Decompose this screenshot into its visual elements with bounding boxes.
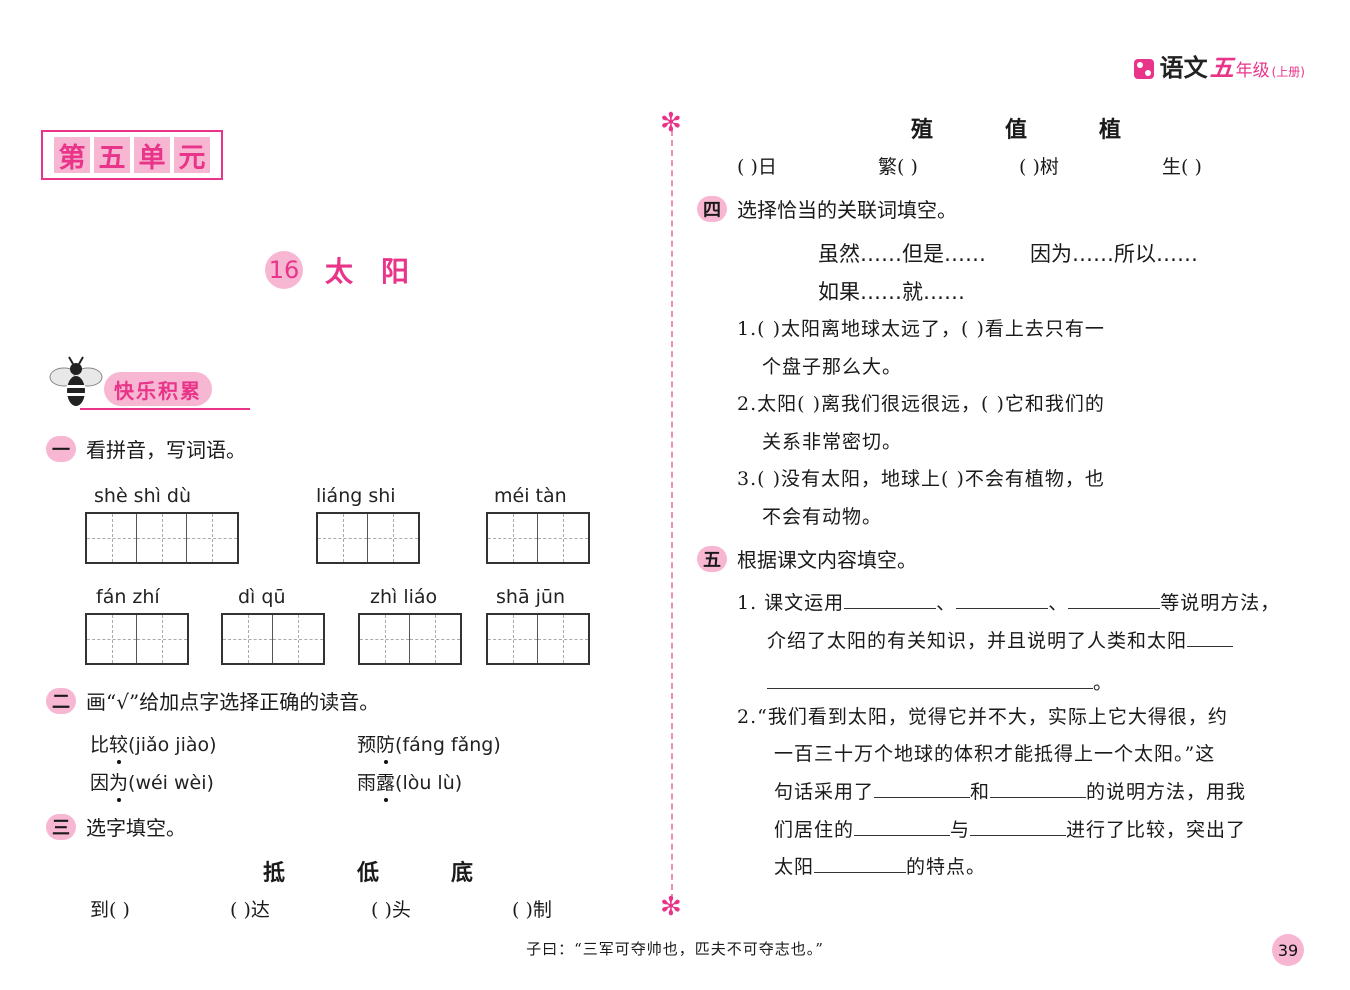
brand-logo-icon [1133,59,1154,79]
writing-grid[interactable] [221,613,325,665]
section-title: 看拼音，写词语。 [86,438,246,462]
fill-blank[interactable]: 生( ) [1162,156,1202,178]
question-line: 关系非常密切。 [762,431,903,453]
star-icon: ✻ [660,892,682,922]
footer-quote: 子曰：“三军可夺帅也，匹夫不可夺志也。” [526,940,824,958]
answer-blank[interactable] [854,817,951,836]
unit-char: 元 [174,137,210,174]
brand-grade-number: 五 [1209,54,1234,82]
unit-title-box: 第 五 单 元 [41,130,223,180]
answer-blank[interactable] [814,854,907,873]
question-line: 句话采用了和的说明方法，用我 [774,779,1247,803]
conjunction-option: 如果……就…… [818,280,965,304]
fill-blank[interactable]: ( )达 [230,899,270,921]
fill-blank[interactable]: 繁( ) [878,156,918,178]
section-2-heading: 二 画“√”给加点字选择正确的读音。 [46,686,379,715]
question-line: 1. 课文运用、、等说明方法， [737,590,1281,614]
conjunction-option: 虽然……但是…… [818,242,986,266]
section-title: 选择恰当的关联词填空。 [737,198,957,222]
choice-char: 殖 [911,118,934,143]
section-number: 四 [697,195,727,222]
answer-blank[interactable] [956,590,1049,609]
choice-char: 植 [1099,118,1122,143]
answer-blank[interactable] [844,590,937,609]
reading-choice: 因为(wéi wèi) [90,772,214,794]
lesson-header: 16 太阳 [265,250,437,290]
writing-grid[interactable] [85,512,239,564]
pinyin-label: fán zhí [96,586,160,608]
question-line: 不会有动物。 [762,506,883,528]
section-5-heading: 五 根据课文内容填空。 [697,544,917,573]
section-number: 一 [46,435,76,462]
pinyin-label: dì qū [238,586,286,608]
question-line: 个盘子那么大。 [762,356,903,378]
choice-char: 底 [451,861,474,886]
question-line: 1.( )太阳离地球太远了，( )看上去只有一 [737,318,1105,340]
question-line: 2.“我们看到太阳，觉得它并不大，实际上它大得很，约 [737,706,1228,728]
pinyin-label: méi tàn [494,485,567,507]
question-line: 一百三十万个地球的体积才能抵得上一个太阳。”这 [774,743,1216,765]
reading-choice: 雨露(lòu lù) [357,772,463,794]
unit-char: 第 [54,137,90,174]
section-1-heading: 一 看拼音，写词语。 [46,434,246,463]
writing-grid[interactable] [486,512,590,564]
question-line: 介绍了太阳的有关知识，并且说明了人类和太阳 [767,626,1234,653]
section-4-heading: 四 选择恰当的关联词填空。 [697,194,957,223]
fill-blank[interactable]: ( )头 [371,899,411,921]
choice-char: 低 [357,861,380,886]
page-divider [671,130,673,900]
page-number: 39 [1272,934,1304,966]
lesson-number: 16 [265,251,303,289]
fill-blank[interactable]: ( )树 [1019,156,1059,178]
fill-blank[interactable]: ( )日 [737,156,777,178]
question-line: 3.( )没有太阳，地球上( )不会有植物，也 [737,468,1105,490]
section-title: 画“√”给加点字选择正确的读音。 [86,690,380,714]
pinyin-label: liáng shi [316,485,396,507]
section-3-heading: 三 选字填空。 [46,812,186,841]
brand-subject: 语文 [1159,54,1208,82]
writing-grid[interactable] [486,613,590,665]
conjunction-option: 因为……所以…… [1030,242,1198,266]
section-number: 二 [46,687,76,714]
choice-char: 抵 [263,861,286,886]
writing-grid[interactable] [85,613,189,665]
question-line: 2.太阳( )离我们很远很远，( )它和我们的 [737,393,1105,415]
section-title: 选字填空。 [86,816,186,840]
lesson-title: 太阳 [325,255,438,288]
bee-icon [49,356,103,406]
writing-grid[interactable] [358,613,462,665]
pinyin-label: zhì liáo [370,586,438,608]
star-icon: ✻ [660,108,682,138]
section-title: 根据课文内容填空。 [737,548,917,572]
pinyin-label: shā jūn [496,586,565,608]
reading-choice: 比较(jiǎo jiào) [90,734,217,756]
question-line: 太阳的特点。 [774,854,987,878]
badge-underline [80,408,250,410]
unit-char: 单 [134,137,170,174]
pinyin-label: shè shì dù [94,485,192,507]
section-number: 五 [697,545,727,572]
writing-grid[interactable] [316,512,420,564]
answer-blank[interactable] [1187,628,1234,647]
question-line: 们居住的与进行了比较，突出了 [774,817,1247,841]
answer-blank[interactable] [767,670,1093,689]
section-badge: 快乐积累 [104,372,212,406]
section-number: 三 [46,813,76,840]
answer-blank[interactable] [990,779,1087,798]
book-brand: 语文 五 年级 (上册) [1133,48,1305,83]
question-line: 。 [767,668,1113,695]
choice-char: 值 [1005,118,1028,143]
unit-char: 五 [94,137,130,174]
answer-blank[interactable] [1068,590,1161,609]
answer-blank[interactable] [970,817,1067,836]
fill-blank[interactable]: ( )制 [512,899,552,921]
fill-blank[interactable]: 到( ) [90,899,130,921]
brand-grade: 年级 [1235,61,1270,81]
reading-choice: 预防(fáng fǎng) [357,734,501,756]
brand-volume: (上册) [1271,65,1305,79]
answer-blank[interactable] [874,779,971,798]
